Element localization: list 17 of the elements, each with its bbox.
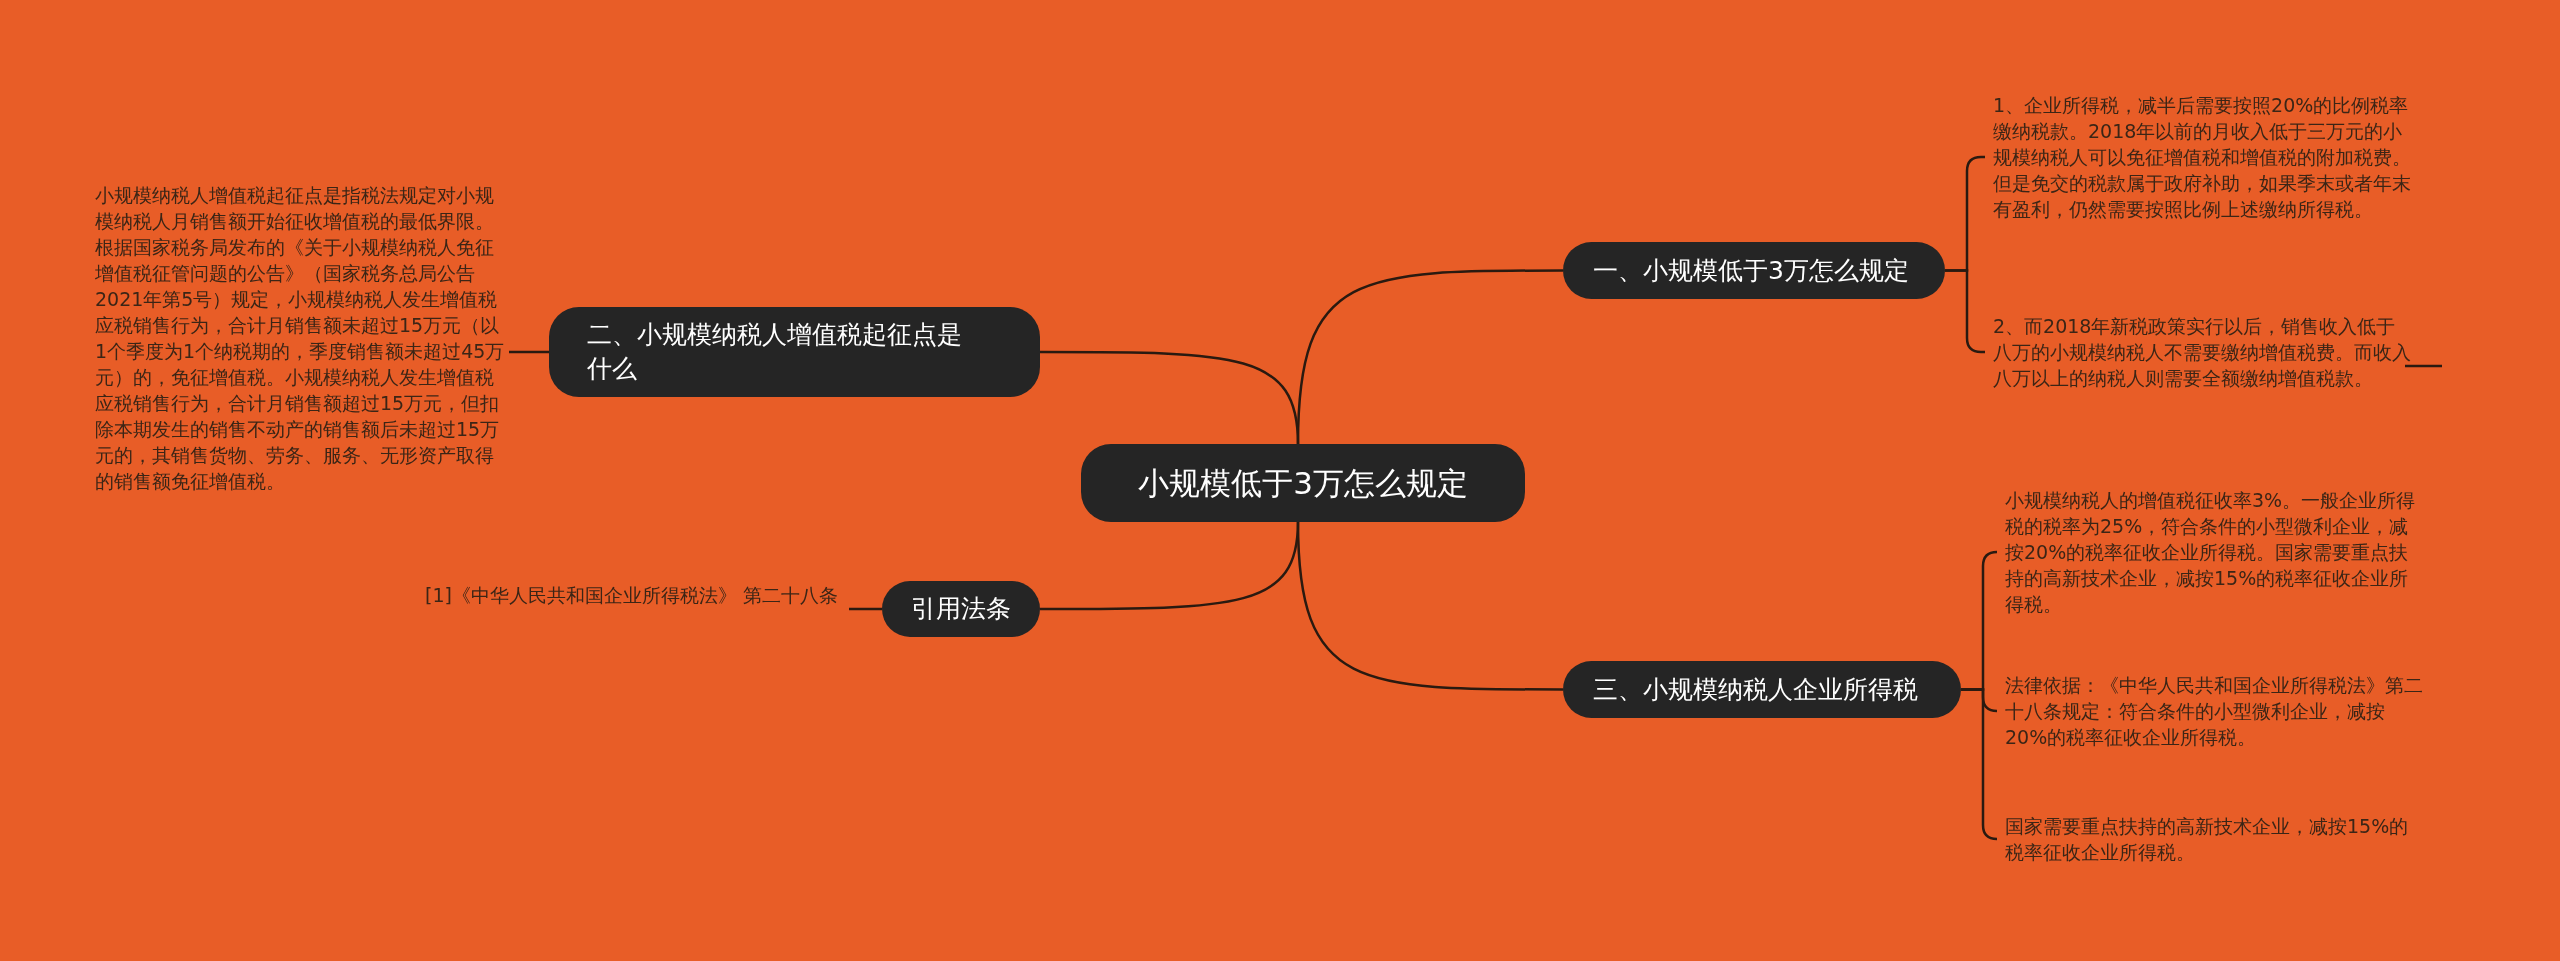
- connector-line: [1040, 350, 1300, 445]
- connector-line: [1296, 521, 1563, 691]
- topic-pill: 引用法条: [882, 581, 1040, 637]
- note-text: 2、而2018年新税政策实行以后，销售收入低于八万的小规模纳税人不需要缴纳增值税费。而收入八万以上的纳税人则需要全额缴纳增值税款。: [1993, 313, 2413, 391]
- connector-line: [849, 607, 882, 611]
- central-topic: 小规模低于3万怎么规定: [1081, 444, 1525, 522]
- note-text: 1、企业所得税，减半后需要按照20%的比例税率缴纳税款。2018年以前的月收入低于三万元的小规模纳税人可以免征增值税和增值税的附加税费。但是免交的税款属于政府补助，如果季末或者年末有盈利，仍然需要按照比例上述缴纳所得税。: [1993, 92, 2413, 222]
- connector-line: [509, 350, 549, 354]
- connector-line: [1961, 688, 1999, 841]
- topic-pill: 二、小规模纳税人增值税起征点是什么: [549, 307, 1040, 397]
- topic-pill: 一、小规模低于3万怎么规定: [1563, 242, 1945, 299]
- note-text: 小规模纳税人的增值税征收率3%。一般企业所得税的税率为25%，符合条件的小型微利企业，减按20%的税率征收企业所得税。国家需要重点扶持的高新技术企业，减按15%的税率征收企业所得税。: [2005, 487, 2425, 617]
- note-text: 法律依据：《中华人民共和国企业所得税法》第二十八条规定：符合条件的小型微利企业，减按20%的税率征收企业所得税。: [2005, 672, 2425, 750]
- topic-pill: 三、小规模纳税人企业所得税: [1563, 661, 1961, 718]
- note-text: 国家需要重点扶持的高新技术企业，减按15%的税率征收企业所得税。: [2005, 813, 2425, 865]
- note-text: 小规模纳税人增值税起征点是指税法规定对小规模纳税人月销售额开始征收增值税的最低界限。根据国家税务局发布的《关于小规模纳税人免征增值税征管问题的公告》（国家税务总局公告2021年第5号）规定，小规模纳税人发生增值税应税销售行为，合计月销售额未超过15万元（以1个季度为1个纳税期的，季度销售额未超过45万元）的，免征增值税。小规模纳税人发生增值税应税销售行为，合计月销售额超过15万元，但扣除本期发生的销售不动产的销售额后未超过15万元的，其销售货物、劳务、服务、无形资产取得的销售额免征增值税。: [95, 182, 505, 494]
- note-text: [1]《中华人民共和国企业所得税法》 第二十八条: [425, 582, 845, 608]
